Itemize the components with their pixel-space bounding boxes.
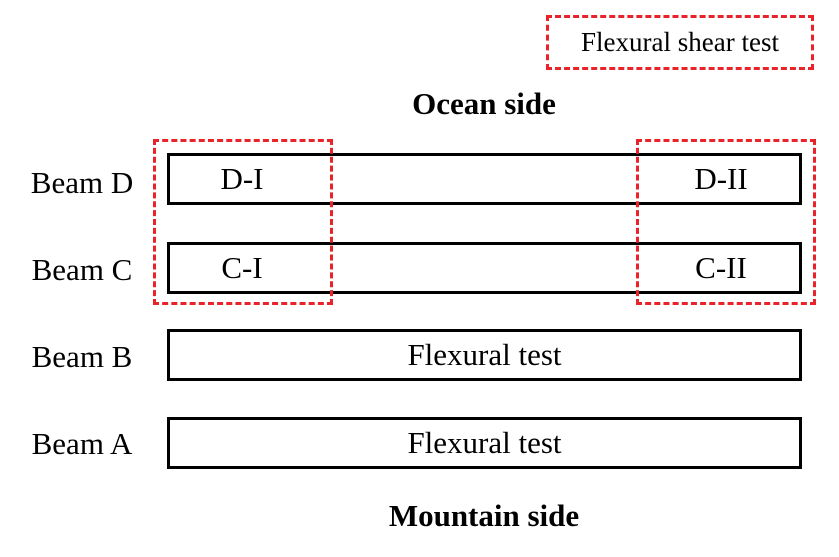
beam-b [167,329,802,381]
beam-c-label: Beam C [31,252,133,287]
flexural-shear-region-right [636,139,816,305]
beam-d-label: Beam D [30,165,134,200]
legend-flexural-shear-test: Flexural shear test [546,15,814,70]
beam-c [167,242,802,294]
beam-d-segment-i: D-I [220,161,264,196]
beam-a-label: Beam A [31,426,133,461]
beam-a [167,417,802,469]
ocean-side-title: Ocean side [412,86,556,121]
beam-c-segment-ii: C-II [695,250,747,285]
beam-d-segment-ii: D-II [694,161,748,196]
mountain-side-title: Mountain side [388,498,580,533]
flexural-shear-region-left [153,139,333,305]
legend-label: Flexural shear test [581,27,779,57]
beam-b-label: Beam B [31,339,133,374]
beam-a-test-label: Flexural test [407,425,562,460]
beam-c-segment-i: C-I [221,250,263,285]
beam-b-test-label: Flexural test [407,337,562,372]
beam-d [167,153,802,205]
